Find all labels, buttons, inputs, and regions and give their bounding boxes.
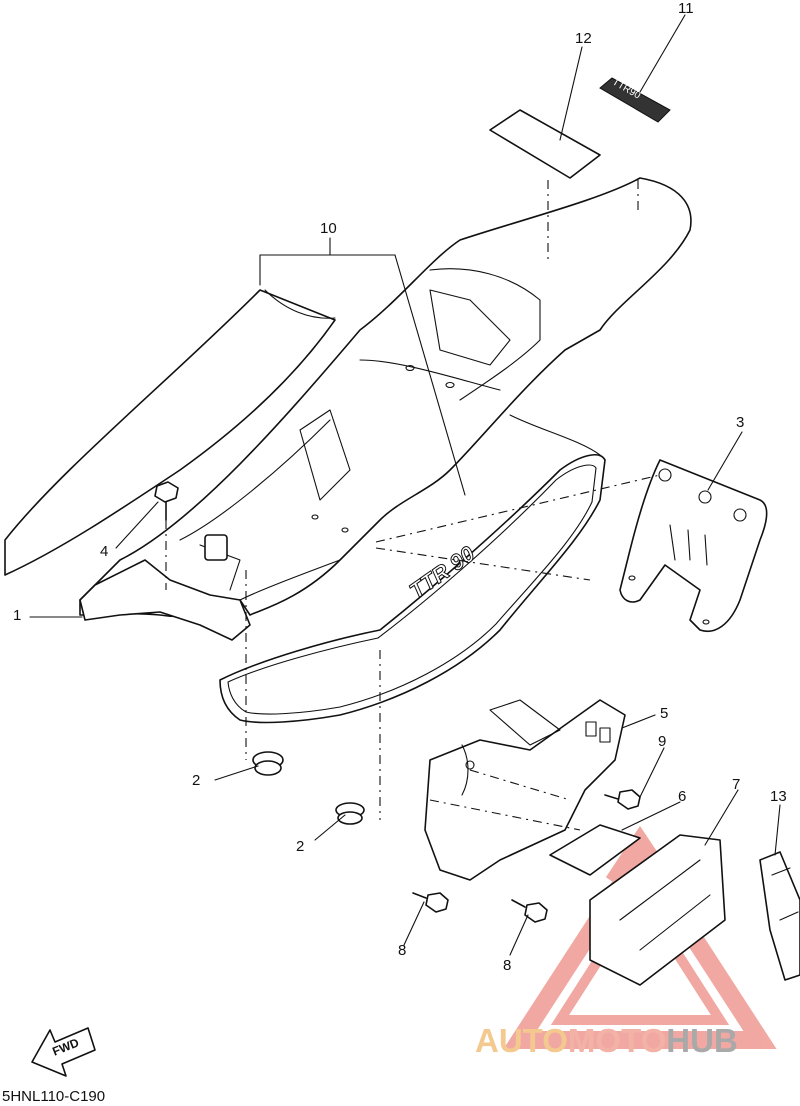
- watermark-hub: HUB: [666, 1022, 738, 1059]
- diagram-code: 5HNL110-C190: [2, 1088, 106, 1105]
- callout-9: 9: [658, 733, 667, 750]
- fwd-arrow-icon: [31, 1027, 96, 1077]
- callout-6: 6: [678, 788, 687, 805]
- bracket-part-3: [619, 459, 768, 632]
- watermark-text: AUTOMOTOHUB: [475, 1022, 738, 1060]
- callout-13: 13: [770, 788, 787, 805]
- callout-3: 3: [736, 414, 745, 431]
- grommet-part-2b: [335, 802, 365, 825]
- bolt-part-8b: [511, 899, 548, 923]
- callout-8b: 8: [503, 957, 512, 974]
- pad-part-6: [549, 824, 641, 876]
- callout-7: 7: [732, 776, 741, 793]
- callout-8a: 8: [398, 942, 407, 959]
- callout-12: 12: [575, 30, 592, 47]
- side-cover-lower-bracket: [79, 559, 251, 641]
- callout-4: 4: [100, 543, 109, 560]
- seat-part: [4, 289, 336, 576]
- callout-5: 5: [660, 705, 669, 722]
- battery-cover-part-7: [589, 834, 726, 986]
- side-cover-part: [79, 177, 692, 618]
- watermark-moto: MOTO: [567, 1022, 667, 1059]
- leader-lines: [29, 14, 781, 956]
- strap-part-13: [759, 851, 800, 981]
- callout-2b: 2: [296, 838, 305, 855]
- watermark-auto: AUTO: [475, 1022, 568, 1059]
- grommet-part-2a: [252, 751, 284, 776]
- battery-box-part-5: [424, 699, 626, 881]
- decal-part-12: [489, 109, 601, 179]
- decal-part-11: TTR90: [599, 77, 671, 123]
- callout-11: 11: [678, 0, 694, 17]
- assembly-lines: [165, 180, 661, 831]
- bolt-part-8a: [412, 892, 449, 913]
- callout-1: 1: [13, 607, 22, 624]
- callout-2a: 2: [192, 772, 201, 789]
- bolt-part-9: [604, 789, 641, 810]
- callout-10: 10: [320, 220, 337, 237]
- bolt-part-4: [154, 481, 179, 521]
